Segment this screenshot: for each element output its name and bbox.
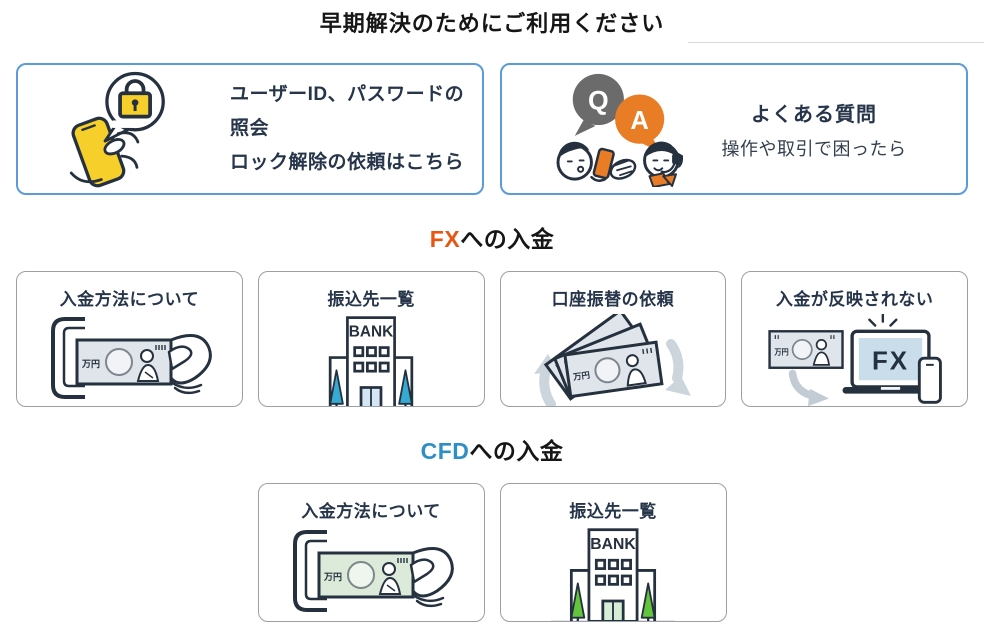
svg-text:BANK: BANK (590, 536, 636, 553)
fx-section-heading: FXへの入金 (0, 220, 984, 254)
deposit-not-reflected-icon: 万円 FX (760, 312, 950, 406)
cfd-card-row: 入金方法について 万円 振込先一覧 BA (0, 483, 984, 622)
svg-text:FX: FX (872, 348, 909, 376)
svg-text:BANK: BANK (349, 324, 394, 341)
svg-text:万円: 万円 (81, 359, 100, 369)
card-label: 入金方法について (59, 290, 200, 309)
bank-building-icon: BANK (296, 316, 446, 406)
faq-text: よくある質問 操作や取引で困ったら (692, 98, 966, 161)
cfd-card-bank-list[interactable]: 振込先一覧 BANK (499, 483, 727, 622)
cfd-card-deposit-methods[interactable]: 入金方法について 万円 (257, 483, 485, 622)
id-password-line1: ユーザーID、パスワードの照会 (230, 83, 465, 139)
page-title: 早期解決のためにご利用ください (319, 11, 665, 36)
faq-title: よくある質問 (751, 103, 877, 126)
id-password-line2: ロック解除の依頼はこちら (230, 152, 465, 174)
svg-text:Q: Q (588, 85, 609, 115)
svg-text:万円: 万円 (773, 347, 788, 356)
quick-link-faq[interactable]: Q A (500, 63, 968, 195)
fx-heading-accent: FX (429, 226, 461, 252)
svg-text:万円: 万円 (571, 370, 590, 382)
banknote-transfer-icon: 万円 (523, 308, 703, 406)
banknote-insert-icon: 万円 (39, 317, 219, 406)
fx-card-bank-list[interactable]: 振込先一覧 BANK (257, 271, 485, 407)
svg-text:A: A (630, 106, 648, 134)
cfd-section-heading: CFDへの入金 (0, 432, 984, 466)
quick-link-id-password[interactable]: ユーザーID、パスワードの照会 ロック解除の依頼はこちら (16, 63, 484, 195)
svg-text:万円: 万円 (323, 572, 342, 582)
quick-link-row: ユーザーID、パスワードの照会 ロック解除の依頼はこちら Q A (0, 63, 984, 195)
cfd-heading-rest: への入金 (469, 438, 564, 464)
fx-card-deposit-methods[interactable]: 入金方法について 万円 (16, 271, 243, 407)
card-label: 振込先一覧 (327, 290, 415, 309)
qa-support-icon: Q A (544, 67, 692, 192)
banknote-insert-icon: 万円 (281, 530, 461, 621)
cfd-heading-accent: CFD (420, 438, 470, 464)
fx-heading-rest: への入金 (460, 226, 555, 252)
card-label: 入金が反映されない (775, 290, 934, 309)
fx-card-row: 入金方法について 万円 振込先一覧 BA (0, 271, 984, 407)
card-label: 口座振替の依頼 (551, 290, 675, 309)
fx-card-account-transfer[interactable]: 口座振替の依頼 万円 (499, 271, 727, 407)
fx-card-deposit-not-reflected[interactable]: 入金が反映されない 万円 FX (741, 271, 968, 407)
faq-subtitle: 操作や取引で困ったら (721, 138, 907, 159)
card-label: 振込先一覧 (569, 502, 657, 521)
header-divider (688, 42, 984, 43)
bank-building-icon: BANK (538, 528, 688, 621)
card-label: 入金方法について (301, 502, 441, 521)
id-password-text: ユーザーID、パスワードの照会 ロック解除の依頼はこちら (230, 78, 482, 181)
phone-lock-icon (60, 66, 182, 193)
